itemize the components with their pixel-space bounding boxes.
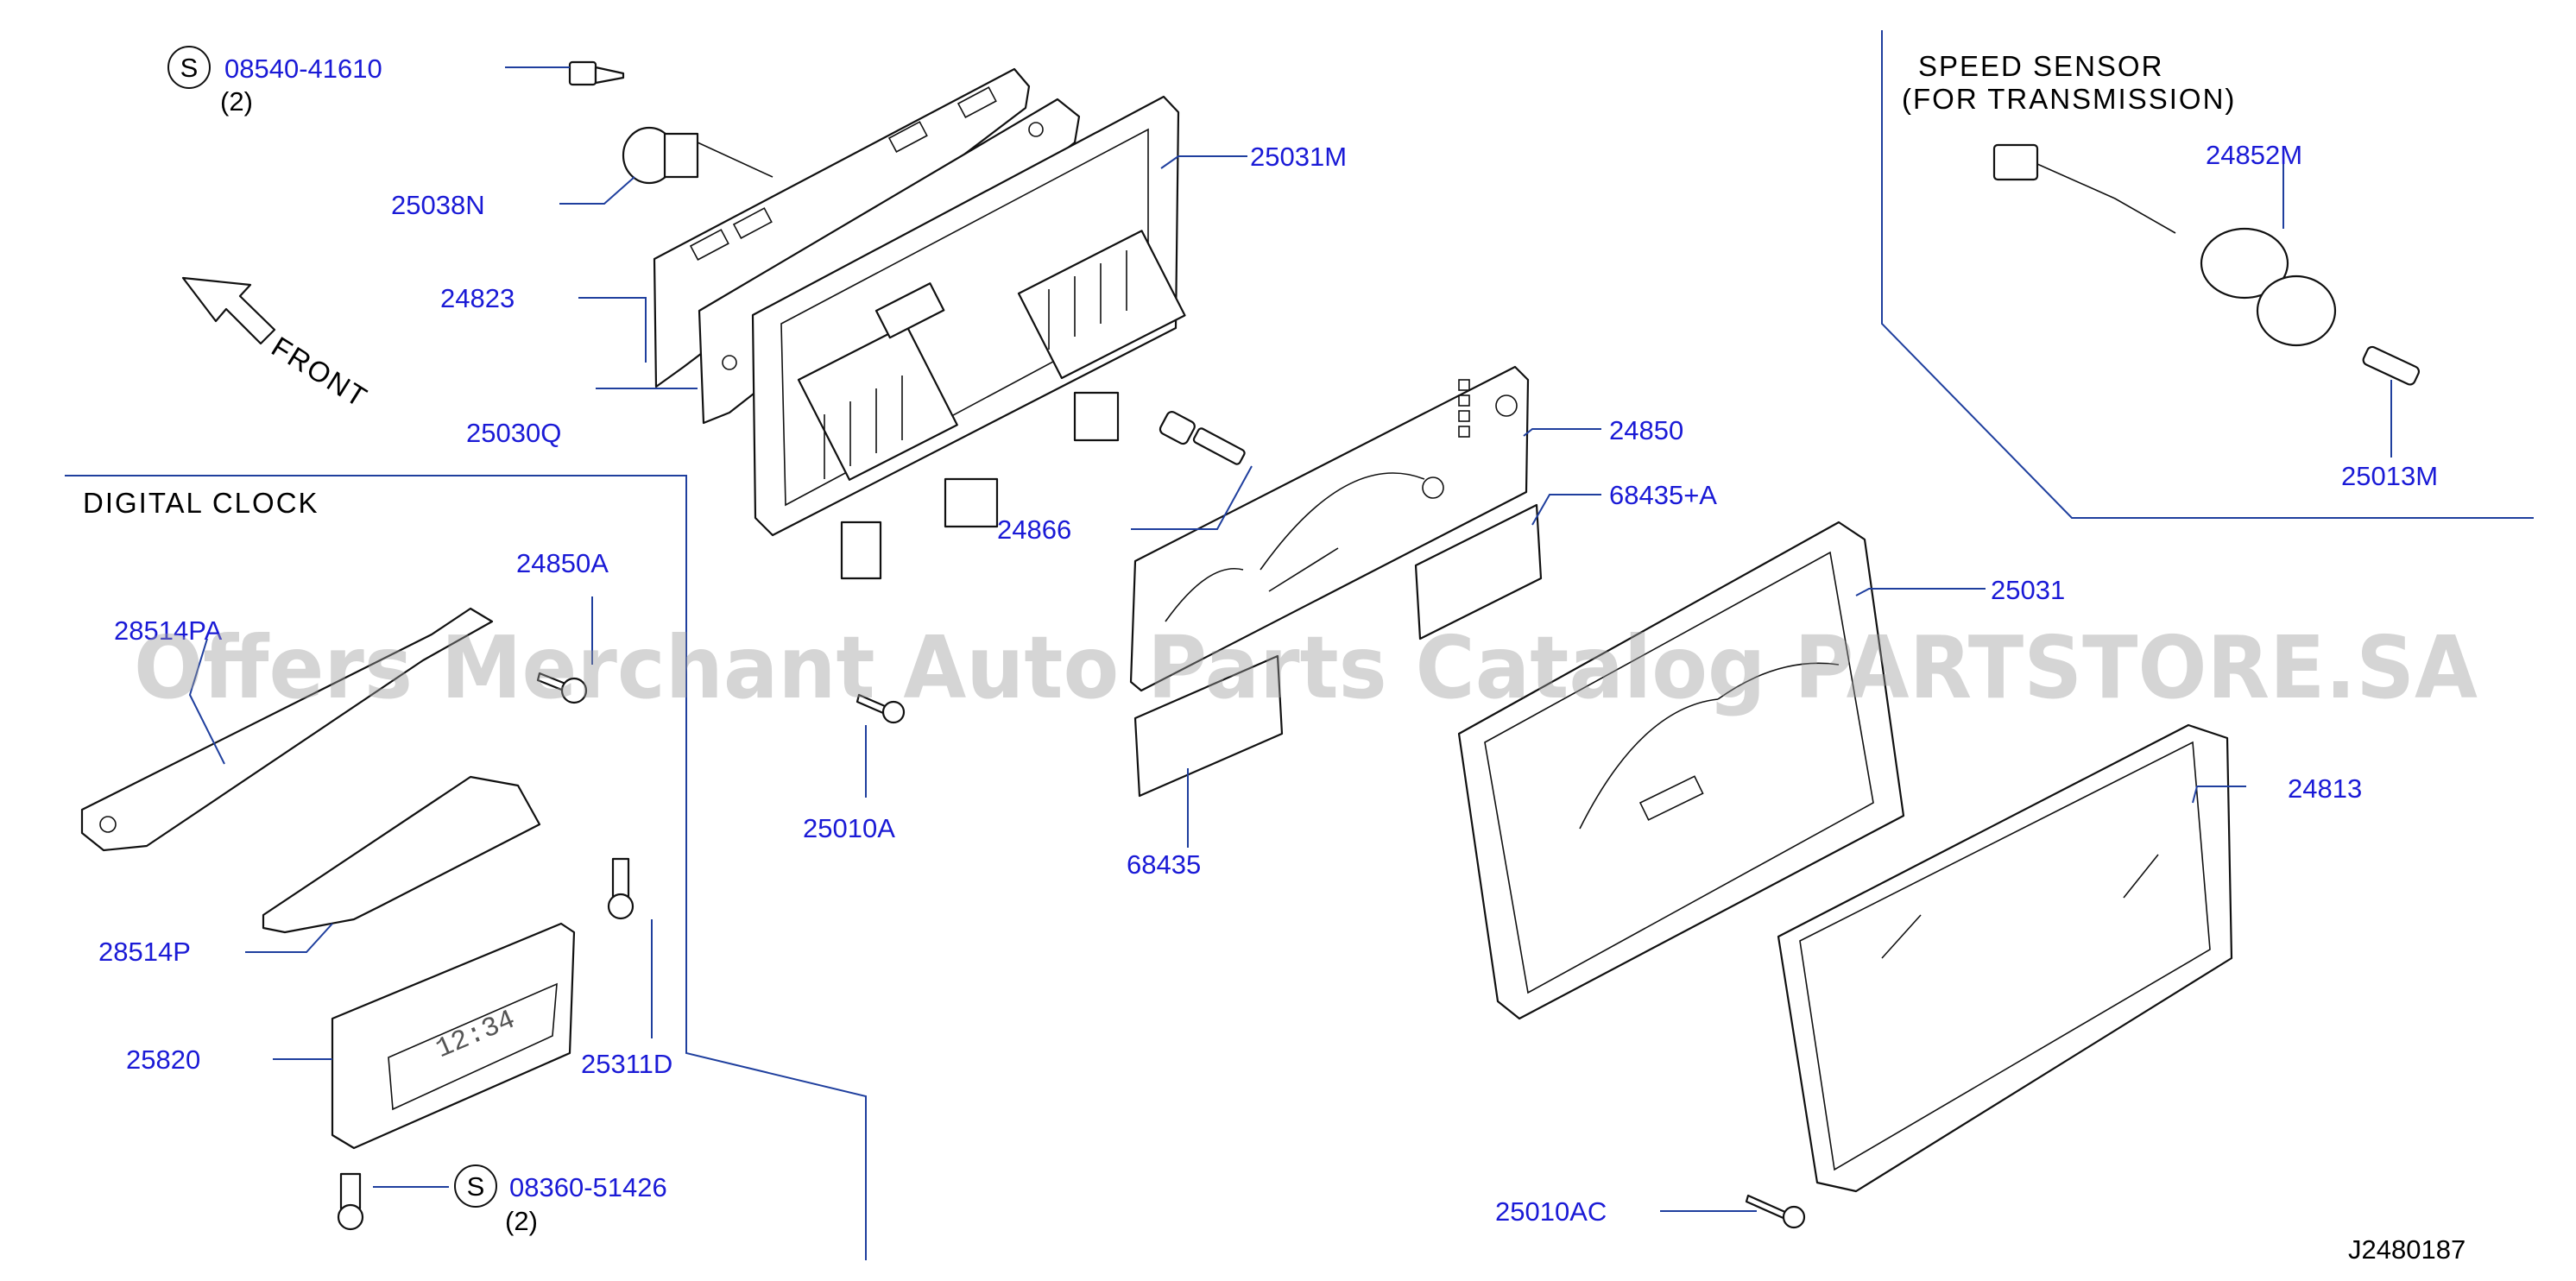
standard-part-symbol-bottom: S <box>454 1164 497 1208</box>
part-label-24852M[interactable]: 24852M <box>2206 140 2302 170</box>
part-label-24813[interactable]: 24813 <box>2288 773 2362 804</box>
standard-part-symbol-top: S <box>167 46 211 89</box>
part-label-68435[interactable]: 68435 <box>1127 849 1201 880</box>
part-label-28514P[interactable]: 28514P <box>98 937 191 967</box>
svg-text:S: S <box>180 53 199 83</box>
speed-sensor-body-drawing <box>2200 227 2337 347</box>
section-dividers <box>65 30 2534 1260</box>
bulb-socket-drawing <box>622 126 773 185</box>
part-labels: 08540-41610 25038N 24823 25030Q 25031M 2… <box>98 54 2438 1227</box>
watermark: Offers Merchant Auto Parts Catalog PARTS… <box>134 617 2478 718</box>
speed-sensor-title: SPEED SENSOR <box>1918 50 2163 82</box>
leader-lines <box>188 66 2392 1212</box>
warning-lamp-film-lower-drawing <box>1133 654 1284 798</box>
part-label-24850[interactable]: 24850 <box>1609 415 1683 445</box>
front-label: FRONT <box>266 331 373 414</box>
meter-cluster-lid-drawing <box>1777 723 2233 1193</box>
top-screw-drawing <box>568 60 625 86</box>
digital-clock-title: DIGITAL CLOCK <box>83 487 319 519</box>
lid-screw-drawing <box>1745 1194 1806 1229</box>
part-label-24850A[interactable]: 24850A <box>516 548 609 578</box>
clock-top-screw-drawing <box>536 672 588 704</box>
front-arrow-icon <box>181 276 276 345</box>
part-label-28514PA[interactable]: 28514PA <box>114 615 223 646</box>
part-label-68435A[interactable]: 68435+A <box>1609 480 1717 510</box>
part-label-25311D[interactable]: 25311D <box>581 1049 672 1079</box>
printed-circuit-frame-drawing <box>751 95 1186 580</box>
diagram-code: J2480187 <box>2348 1234 2466 1265</box>
clock-screw-drawing <box>337 1172 364 1231</box>
part-label-25031M[interactable]: 25031M <box>1250 142 1347 172</box>
clock-bracket-upper-drawing <box>80 607 494 852</box>
part-label-25030Q[interactable]: 25030Q <box>466 418 561 448</box>
quantity-top-screw: (2) <box>220 86 253 117</box>
meter-mask-drawing <box>1457 521 1905 1020</box>
digital-clock-drawing: 12:34 <box>331 922 576 1150</box>
part-label-08360-51426[interactable]: 08360-51426 <box>509 1172 667 1202</box>
clock-side-screw-drawing <box>607 857 635 920</box>
speed-sensor-pinion-drawing <box>2362 345 2421 386</box>
part-label-08540-41610[interactable]: 08540-41610 <box>224 54 382 84</box>
speed-sensor-connector-drawing <box>1992 143 2176 234</box>
quantity-bottom-screw: (2) <box>505 1206 538 1236</box>
part-label-25038N[interactable]: 25038N <box>391 190 485 220</box>
dial-plate-drawing <box>1129 365 1530 692</box>
part-label-24866[interactable]: 24866 <box>997 514 1071 545</box>
part-label-25031[interactable]: 25031 <box>1991 575 2065 605</box>
speed-sensor-subtitle: (FOR TRANSMISSION) <box>1902 83 2236 115</box>
warning-lamp-film-upper-drawing <box>1414 503 1543 640</box>
part-label-25010AC[interactable]: 25010AC <box>1495 1196 1607 1227</box>
part-label-25010A[interactable]: 25010A <box>803 813 895 843</box>
bracket-screw-drawing <box>856 693 906 724</box>
bulb-drawing <box>1159 411 1246 465</box>
part-label-25013M[interactable]: 25013M <box>2341 461 2438 491</box>
part-label-25820[interactable]: 25820 <box>126 1044 200 1075</box>
svg-text:S: S <box>467 1171 485 1202</box>
part-label-24823[interactable]: 24823 <box>440 283 515 313</box>
clock-bracket-lower-drawing <box>262 775 541 934</box>
